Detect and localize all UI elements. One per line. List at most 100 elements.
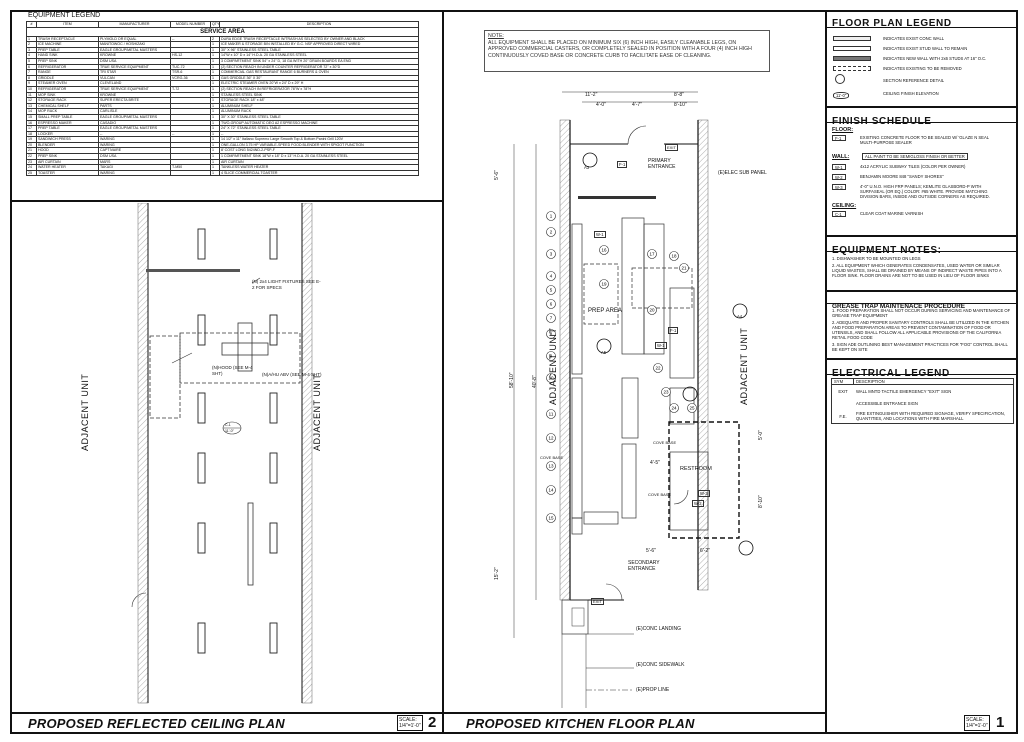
- equipment-tag-circle: [647, 249, 657, 259]
- floor-label: FLOOR:: [832, 127, 854, 133]
- equipment-tag-circle: [546, 313, 556, 323]
- plan-tag-f1b: F-1: [617, 161, 628, 168]
- equipment-cell: ALUMINUM RACK: [219, 108, 419, 115]
- legend-swatch-conc: [833, 35, 871, 41]
- equipment-note-1: 1. DISHWASHER TO BE MOUNTED ON LEGS: [832, 256, 921, 261]
- equipment-tag-circle: [669, 403, 679, 413]
- ceiling-elevation-symbol: 11'-0": [833, 92, 850, 99]
- equipment-tag-number: 3: [550, 252, 553, 257]
- floor-right-wall: [697, 119, 709, 591]
- finish-schedule-title: FINISH SCHEDULE: [832, 116, 932, 127]
- equipment-notes-title: EQUIPMENT NOTES:: [832, 245, 942, 256]
- dim-top-1: 11'-2": [585, 92, 598, 98]
- equipment-tag-number: 22: [655, 366, 661, 371]
- ac-outline: [179, 332, 301, 384]
- finish-tag-f1: F-1: [832, 135, 846, 141]
- center-prep-table: [621, 217, 645, 355]
- dim-restroom-3: 4'-5": [650, 460, 660, 466]
- light-fixture: [269, 228, 278, 260]
- light-fixture: [269, 622, 278, 654]
- wall-label: WALL:: [832, 153, 850, 160]
- electrical-legend-row: F.E.FIRE EXTINGUISHER WITH REQUIRED SIGN…: [832, 409, 1013, 423]
- ceiling-tag-height: 11'-0": [225, 429, 234, 433]
- equipment-tag-number: 9: [550, 354, 553, 359]
- equipment-tag-number: 21: [681, 266, 687, 271]
- legend-swatch-stud: [833, 45, 871, 51]
- electrical-symbol: EXIT: [838, 388, 848, 394]
- dim-left-bottom: 15'-2": [494, 567, 500, 580]
- equipment-tag-number: 19: [601, 282, 607, 287]
- equipment-cell: (2) SECTION REACH IN UNDER COUNTER REFRI…: [219, 63, 419, 71]
- equipment-tag-circle: [546, 461, 556, 471]
- equipment-tag-circle: [599, 279, 609, 289]
- plan-tag-w1b: W-1: [655, 342, 667, 349]
- equipment-tag-number: 20: [649, 308, 655, 313]
- grease-trap-item-3: 3. SIGN ADE OUTLINING BEST MANAGEMENT PR…: [832, 342, 1008, 352]
- equipment-tag-number: 8: [550, 332, 553, 337]
- equipment-tag-circle: [546, 485, 556, 495]
- legend-swatch-new: [833, 55, 871, 61]
- equipment-cell: (2) SECTION REACH IN REFRIGERATOR 78"W x…: [219, 85, 419, 93]
- floor-plan-legend-header: FLOOR PLAN LEGEND: [827, 10, 1018, 29]
- finish-floor-row: F-1 EXISTING CONCRETE FLOOR TO BE SEALED…: [832, 135, 1013, 145]
- legend-row-3: INDICATES NEW WALL WITH 2x6 STUDS AT 16"…: [833, 53, 1013, 63]
- legend-row-6: 11'-0" CEILING FINISH ELEVATION: [833, 87, 1013, 99]
- light-fixture: [197, 522, 206, 554]
- divider-right: [825, 10, 827, 734]
- equipment-tag-circle: [546, 299, 556, 309]
- plan-section-a3: A3: [584, 165, 590, 170]
- plan-tag-w2: W-2: [692, 500, 704, 507]
- legend-swatch-remove: [833, 65, 871, 71]
- ceiling-beam: [146, 269, 240, 272]
- equipment-tag-number: 18: [671, 254, 677, 259]
- equipment-tag-number: 12: [548, 436, 554, 441]
- legend-text-2: INDICATES EXIST STUD WALL TO REMAIN: [883, 45, 968, 51]
- equipment-tag-number: 13: [548, 464, 554, 469]
- ceiling-right-wall: [301, 203, 313, 704]
- light-fixture: [269, 392, 278, 424]
- legend-row-2: INDICATES EXIST STUD WALL TO REMAIN: [833, 43, 1013, 53]
- equipment-cell: 1: [210, 169, 220, 177]
- light-fixture: [197, 228, 206, 260]
- primary-entrance-label: PRIMARY ENTRANCE: [648, 158, 676, 170]
- wall-finish-text: 4'-0" U.N.O. HIGH FRP PANELS; KEMLITE GL…: [860, 184, 990, 199]
- ac-note: (N)A/HU ABV (SEE M-4 SHT): [262, 372, 322, 377]
- cove-base-label-2: COVE BASE: [648, 492, 672, 497]
- floor-plan-title: PROPOSED KITCHEN FLOOR PLAN: [466, 716, 695, 731]
- equipment-tag-circle: [546, 513, 556, 523]
- legend-text-6: CEILING FINISH ELEVATION: [883, 90, 939, 96]
- wall-note: ALL PAINT TO BE SEMIGLOSS FINISH OR BETT…: [862, 153, 968, 160]
- ceiling-scale-box: SCALE: 1/4"=1'-0": [397, 715, 423, 731]
- grease-trap-title: GREASE TRAP MAINTENACE PROCEDURE: [832, 303, 966, 310]
- finish-ceiling-text: CLEAR COAT MARINE VARNISH: [860, 211, 924, 216]
- equipment-col-header: MODEL NUMBER: [170, 21, 211, 28]
- equipment-tag-number: 23: [663, 390, 669, 395]
- equipment-cell: STAINLESS STEEL SINK: [219, 91, 419, 99]
- ceiling-tag-code: C-1: [225, 423, 231, 427]
- hood-note: (N)HOOD (SEE M-4 SHT): [212, 365, 253, 376]
- equipment-tag-number: 2: [550, 230, 553, 235]
- electrical-description: FIRE EXTINGUISHER WITH REQUIRED SIGNAGE,…: [856, 411, 1005, 421]
- finish-schedule-header: FINISH SCHEDULE: [827, 106, 1018, 127]
- conc-landing-label: (E)CONC LANDING: [636, 626, 682, 632]
- equipment-cell: COMMERCIAL GAS RESTAURANT RANGE 6 BURNER…: [219, 69, 419, 76]
- legend-row-4: INDICATES EXISTING TO BE REMOVED: [833, 63, 1013, 73]
- section-reference-symbol: [835, 74, 845, 84]
- equipment-cell: ELECTRIC STEAMER OVEN 20"W x 24" D x 29"…: [219, 80, 419, 87]
- equipment-tag-number: 10: [548, 376, 554, 381]
- floor-plan-legend-title: FLOOR PLAN LEGEND: [832, 18, 952, 29]
- service-area-header: SERVICE AREA: [26, 26, 419, 37]
- equipment-tag-circle: [599, 245, 609, 255]
- equipment-tag-number: 25: [689, 406, 695, 411]
- equipment-cell: [170, 169, 211, 177]
